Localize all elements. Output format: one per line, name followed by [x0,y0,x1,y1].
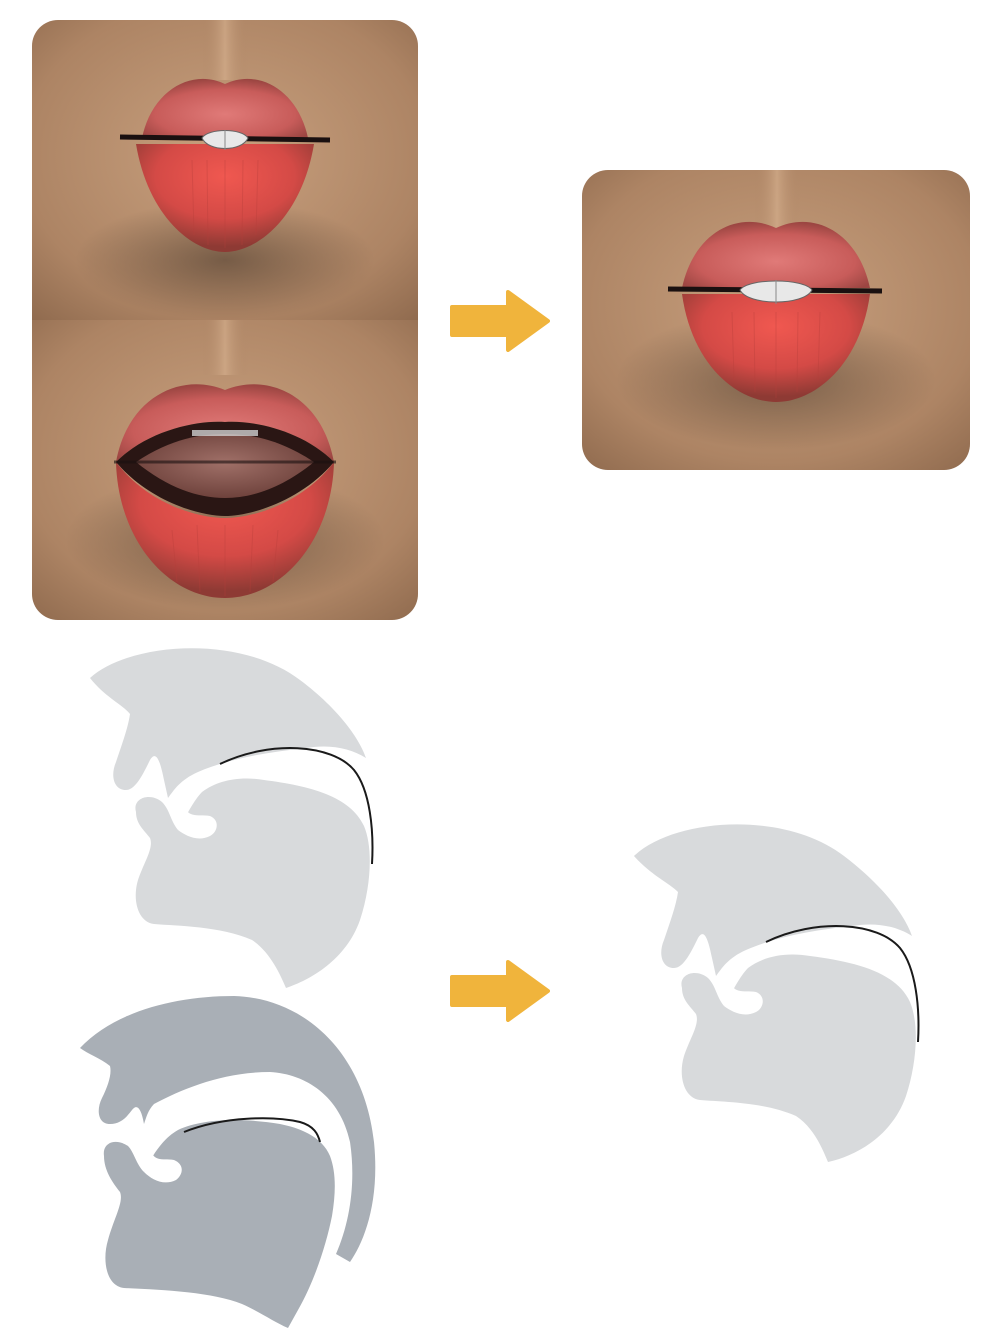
vocal-tract-diagram-output [624,812,934,1162]
right-arrow-icon [450,290,550,352]
lips-input-panel [32,20,418,620]
vocal-tract-diagram-a [70,640,390,990]
vocal-tract-diagram-b [74,992,384,1332]
right-arrow-icon [450,960,550,1022]
lips-output-panel [582,170,970,470]
lips-open-image [32,320,418,620]
lips-rounded-image [32,20,418,320]
